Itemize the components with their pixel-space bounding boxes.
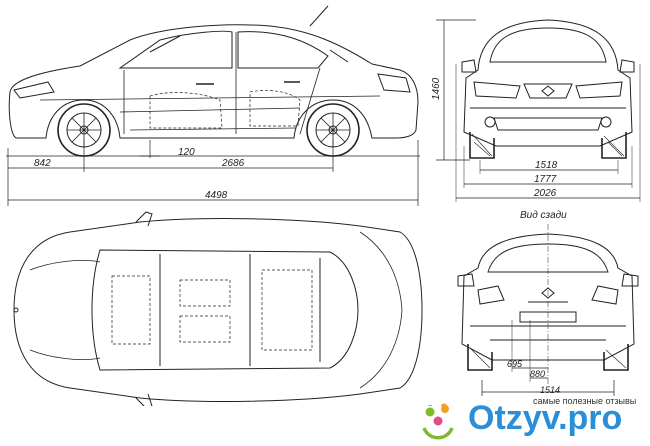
logo-dot-pink — [433, 416, 443, 426]
watermark-tagline: самые полезные отзывы — [533, 396, 637, 406]
wheelbase-label: 2686 — [222, 158, 245, 169]
overall-length-label: 4498 — [205, 190, 228, 201]
logo-dot-green — [425, 407, 435, 417]
ground-clearance-label: 120 — [178, 147, 195, 158]
mirror-width-label: 2026 — [534, 188, 557, 199]
front-view — [436, 19, 641, 202]
watermark-brand[interactable]: Otzyv.pro — [468, 399, 623, 437]
logo-dot-orange — [441, 405, 449, 413]
body-width-label: 1777 — [534, 174, 557, 185]
front-overhang-label: 842 — [34, 158, 51, 169]
side-view — [6, 5, 420, 206]
logo-smile — [422, 427, 454, 440]
rear-view — [457, 224, 639, 396]
front-track-label: 1518 — [535, 160, 558, 171]
rear-track-label: 1514 — [540, 385, 561, 395]
rear-dim-b-label: 880 — [530, 369, 546, 379]
watermark-footer — [0, 406, 650, 446]
top-view — [13, 211, 423, 409]
rear-view-caption: Вид сзади — [520, 210, 567, 221]
rear-dim-a-label: 695 — [507, 359, 523, 369]
